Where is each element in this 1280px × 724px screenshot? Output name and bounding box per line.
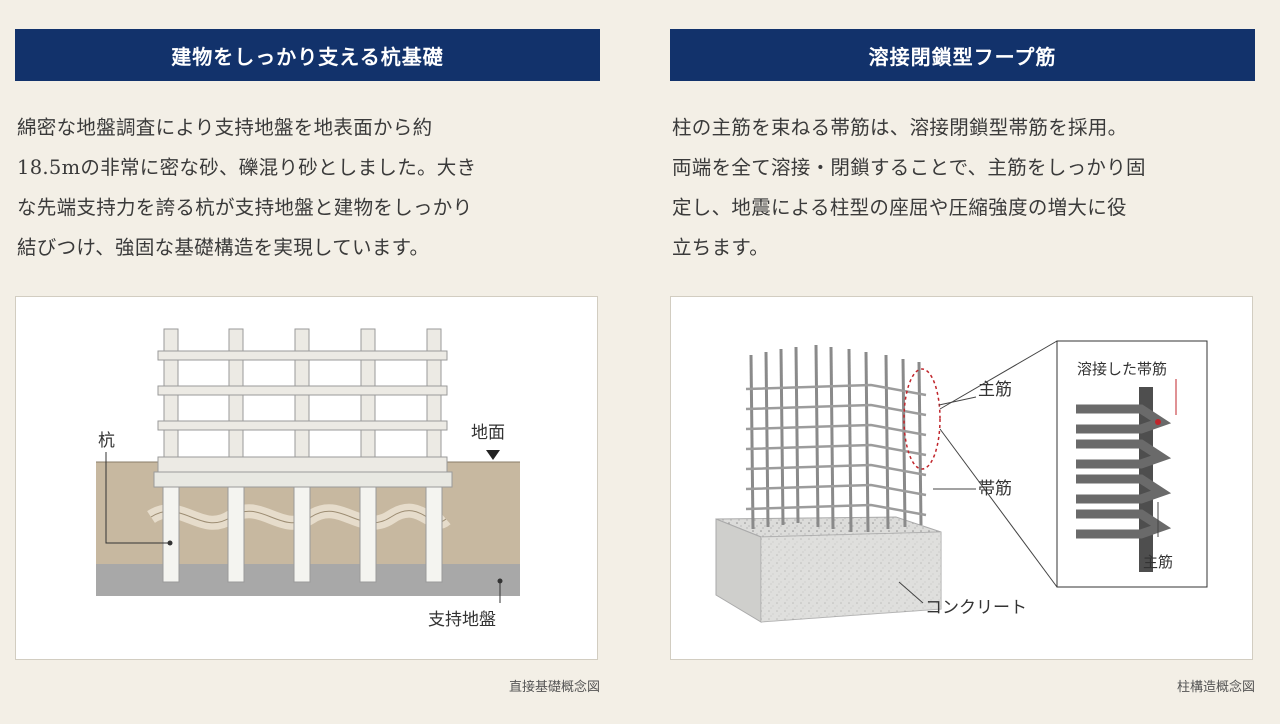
concrete-label: コンクリート bbox=[925, 598, 1027, 618]
hoop-title: 溶接閉鎖型フープ筋 bbox=[670, 29, 1255, 81]
column-structure-caption: 柱構造概念図 bbox=[1176, 680, 1255, 695]
ground-marker-icon bbox=[486, 450, 500, 460]
bearing-layer-label: 支持地盤 bbox=[428, 610, 496, 630]
pile bbox=[359, 486, 377, 583]
pile-foundation-panel: 建物をしっかり支える杭基礎 綿密な地盤調査により支持地盤を地表面から約 18.5… bbox=[15, 0, 600, 724]
pile-foundation-caption: 直接基礎概念図 bbox=[508, 680, 600, 695]
detail-rebar bbox=[1076, 387, 1172, 572]
main-rebar-label: 主筋 bbox=[978, 380, 1012, 400]
concrete-block bbox=[715, 516, 942, 623]
pile bbox=[293, 486, 311, 583]
foundation-slab bbox=[153, 471, 453, 488]
pile-foundation-description: 綿密な地盤調査により支持地盤を地表面から約 18.5mの非常に密な砂、礫混り砂と… bbox=[17, 116, 477, 259]
rebar-cage bbox=[749, 344, 923, 533]
main-rebar-detail-label: 主筋 bbox=[1143, 553, 1173, 571]
hoop-label: 帯筋 bbox=[978, 479, 1012, 499]
hoop-description: 柱の主筋を束ねる帯筋は、溶接閉鎖型帯筋を採用。 両端を全て溶接・閉鎖することで、… bbox=[672, 116, 1146, 259]
pile bbox=[227, 486, 245, 583]
building-frame bbox=[157, 328, 448, 473]
pile bbox=[425, 486, 443, 583]
pile-foundation-diagram: 地面 杭 支持地盤 bbox=[15, 296, 598, 660]
pile-leader-line bbox=[105, 452, 168, 544]
pile bbox=[162, 486, 180, 583]
hoop-panel: 溶接閉鎖型フープ筋 柱の主筋を束ねる帯筋は、溶接閉鎖型帯筋を採用。 両端を全て溶… bbox=[670, 0, 1255, 724]
column-structure-diagram: 主筋 帯筋 コンクリート 溶接した帯筋 主筋 bbox=[670, 296, 1253, 660]
welded-hoop-label: 溶接した帯筋 bbox=[1077, 360, 1167, 378]
pile-foundation-title: 建物をしっかり支える杭基礎 bbox=[15, 29, 600, 81]
hoops bbox=[745, 383, 927, 517]
weld-highlight bbox=[903, 368, 941, 470]
pile-label: 杭 bbox=[98, 431, 115, 451]
piles bbox=[162, 486, 443, 583]
ground-surface-label: 地面 bbox=[471, 423, 505, 443]
